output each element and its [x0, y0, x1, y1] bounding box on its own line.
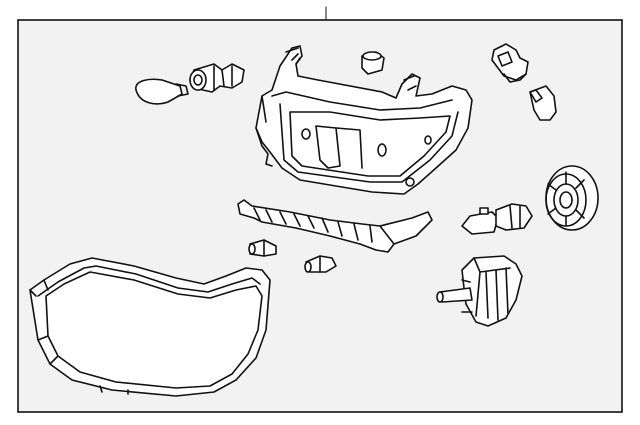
- dust-cover: [545, 165, 599, 231]
- trim-strip: [237, 199, 433, 253]
- headlamp-bulb: [461, 203, 533, 235]
- turn-signal-bulb: [135, 78, 189, 105]
- lens-assembly: [29, 257, 271, 397]
- small-bulb-left: [248, 239, 277, 257]
- side-marker-bulb: [529, 85, 557, 121]
- side-marker-socket: [491, 43, 529, 83]
- headlamp-housing: [255, 45, 473, 195]
- turn-signal-socket: [189, 63, 245, 93]
- hid-ballast: [436, 255, 523, 327]
- grommet: [361, 51, 385, 75]
- small-bulb-right: [304, 255, 337, 273]
